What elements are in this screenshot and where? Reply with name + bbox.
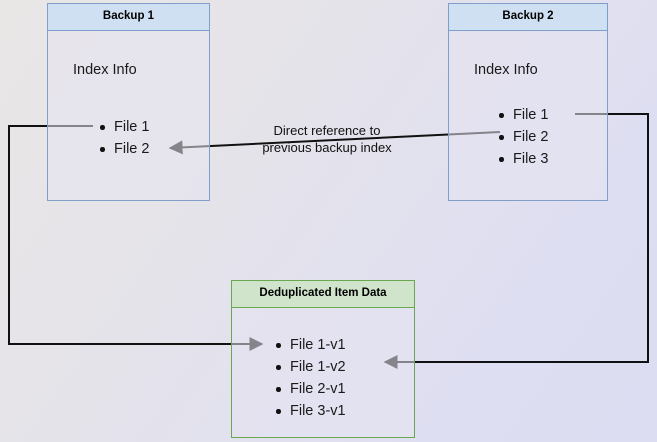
list-item: File 3-v1 [274,400,346,422]
edge-backup2-to-backup1-direct-reference [168,131,501,155]
node-backup-2[interactable]: Backup 2 Index Info File 1 File 2 File 3 [448,3,608,201]
edge-label-line-2: previous backup index [262,140,392,155]
list-item: File 2-v1 [274,378,346,400]
list-item: File 1-v1 [274,334,346,356]
node-backup-2-header: Backup 2 [449,4,607,31]
list-item: File 2 [497,126,548,148]
node-deduplicated-item-data-header: Deduplicated Item Data [232,281,414,308]
list-item: File 3 [497,148,548,170]
edge-backup2-to-dedup [383,113,649,369]
node-deduplicated-item-data-file-list: File 1-v1 File 1-v2 File 2-v1 File 3-v1 [274,334,346,422]
node-backup-2-file-list: File 1 File 2 File 3 [497,104,548,170]
list-item: File 1 [98,116,149,138]
node-backup-1-file-list: File 1 File 2 [98,116,149,160]
edge-label-direct-reference: Direct reference to previous backup inde… [247,122,407,156]
edge-label-line-1: Direct reference to [273,123,381,138]
list-item: File 2 [98,138,149,160]
node-backup-1-subtitle: Index Info [73,62,137,78]
list-item: File 1 [497,104,548,126]
node-backup-1-header: Backup 1 [48,4,209,31]
list-item: File 1-v2 [274,356,346,378]
node-deduplicated-item-data[interactable]: Deduplicated Item Data File 1-v1 File 1-… [231,280,415,438]
node-backup-2-subtitle: Index Info [474,62,538,78]
node-backup-1[interactable]: Backup 1 Index Info File 1 File 2 [47,3,210,201]
